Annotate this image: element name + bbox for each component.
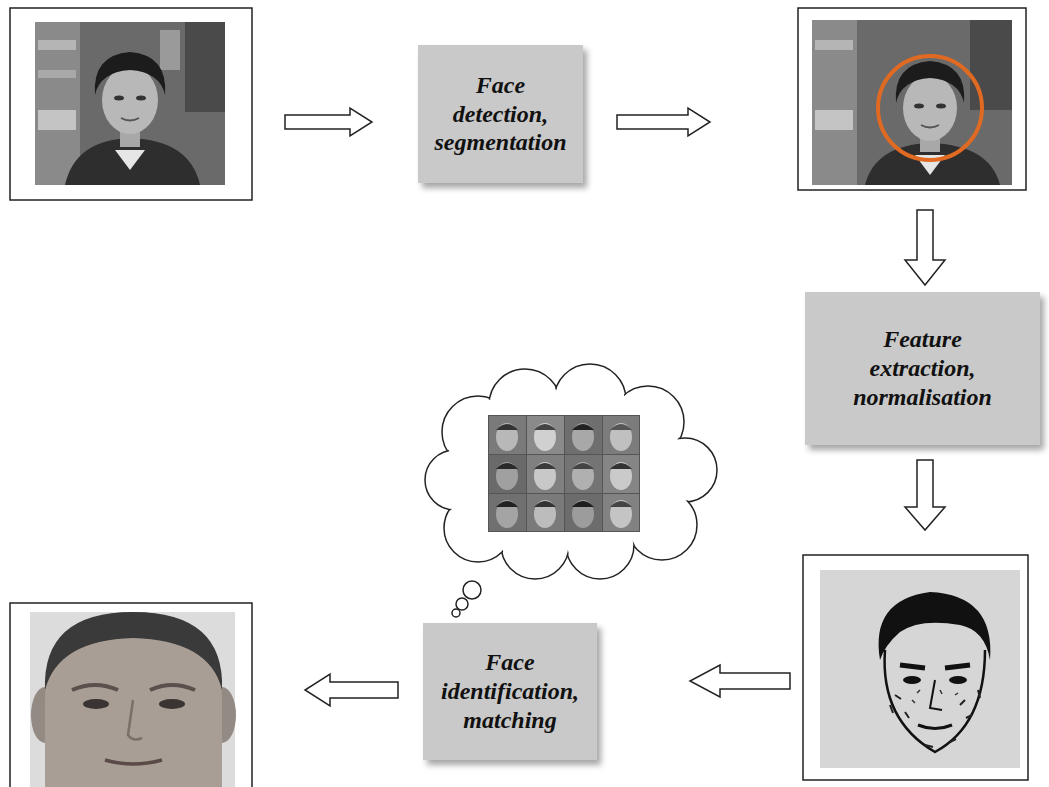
thought-cloud — [425, 364, 717, 617]
feature-image — [803, 555, 1028, 780]
matched-photo — [10, 603, 252, 787]
process-box: Face detection, segmentation — [418, 45, 583, 183]
box-label: Face detection, segmentation — [434, 71, 566, 157]
box-label: Feature extraction, normalisation — [853, 325, 992, 411]
process-box: Feature extraction, normalisation — [805, 292, 1040, 445]
box-label: Face identification, matching — [441, 648, 579, 734]
process-box: Face identification, matching — [423, 623, 597, 760]
input-photo — [10, 8, 252, 200]
detected-photo — [798, 8, 1026, 190]
face-database — [488, 415, 640, 532]
